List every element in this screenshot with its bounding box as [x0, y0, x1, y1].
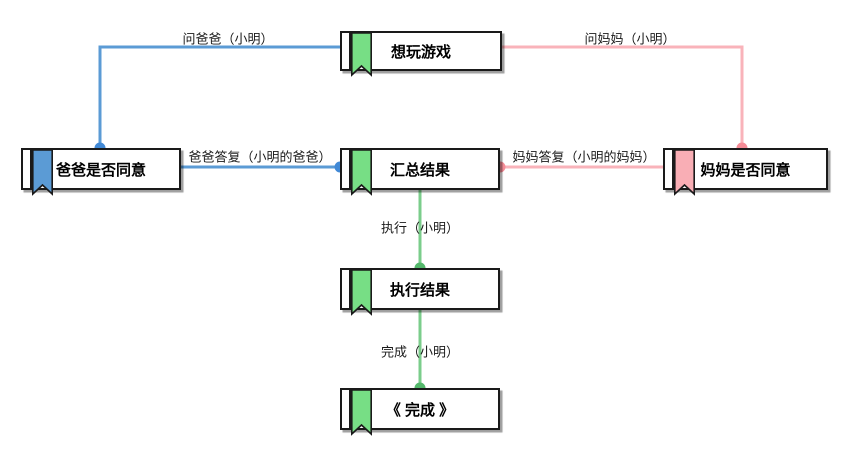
- edge-label-dad-reply: 爸爸答复（小明的爸爸）: [188, 149, 332, 165]
- node-label-summary: 汇总结果: [389, 161, 450, 179]
- node-mom-agree[interactable]: 妈妈是否同意: [663, 148, 828, 196]
- ribbon-divider: [672, 150, 674, 188]
- bookmark-ribbon-icon: [351, 32, 373, 77]
- node-exec-result[interactable]: 执行结果: [340, 268, 500, 316]
- bookmark-ribbon-icon: [674, 149, 696, 196]
- edge-label-complete: 完成（小明）: [380, 344, 460, 360]
- node-label-finish: 《 完成 》: [385, 401, 455, 419]
- ribbon-divider: [349, 33, 351, 69]
- node-finish[interactable]: 《 完成 》: [340, 388, 500, 436]
- edge-label-ask-dad: 问爸爸（小明）: [182, 31, 274, 47]
- node-summary[interactable]: 汇总结果: [340, 148, 500, 196]
- edge-label-execute: 执行（小明）: [380, 220, 460, 236]
- edge-line-ask-mom[interactable]: [502, 45, 744, 148]
- ribbon-divider: [30, 150, 32, 188]
- ribbon-divider: [349, 390, 351, 428]
- ribbon-divider: [349, 270, 351, 308]
- edge-line-ask-dad[interactable]: [98, 45, 340, 148]
- bookmark-ribbon-icon: [351, 149, 373, 196]
- node-label-dad-agree: 爸爸是否同意: [55, 161, 146, 179]
- node-label-exec-result: 执行结果: [389, 281, 450, 299]
- bookmark-ribbon-icon: [351, 269, 373, 316]
- node-want-play[interactable]: 想玩游戏: [340, 31, 502, 77]
- node-label-mom-agree: 妈妈是否同意: [700, 161, 791, 179]
- edge-label-ask-mom: 问妈妈（小明）: [584, 31, 676, 47]
- ribbon-divider: [349, 150, 351, 188]
- node-dad-agree[interactable]: 爸爸是否同意: [21, 148, 181, 196]
- bookmark-ribbon-icon: [351, 389, 373, 436]
- node-label-want-play: 想玩游戏: [390, 43, 451, 61]
- edge-label-mom-reply: 妈妈答复（小明的妈妈）: [512, 149, 656, 165]
- bookmark-ribbon-icon: [32, 149, 54, 196]
